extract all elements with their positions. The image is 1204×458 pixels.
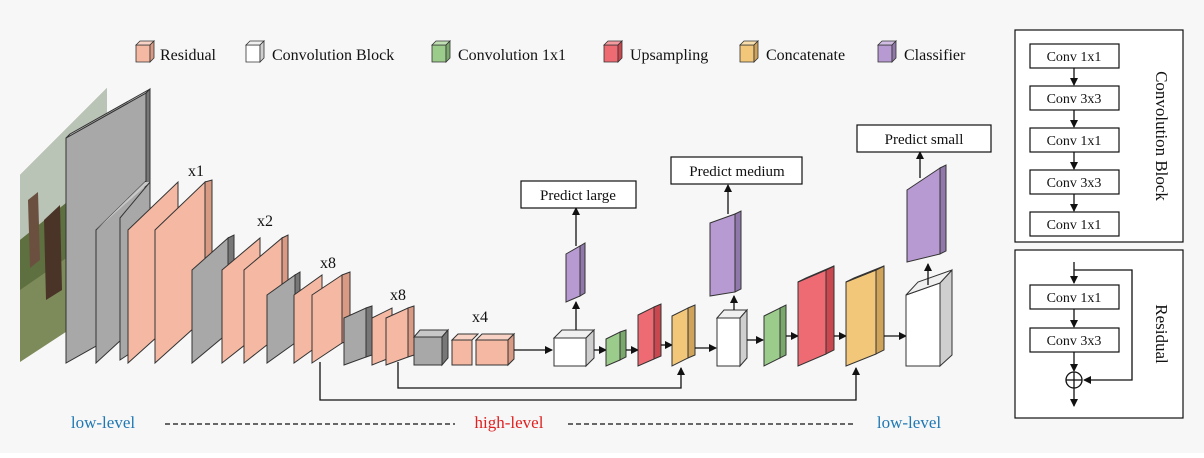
conv-block-layer-5: Conv 1x1 bbox=[1029, 211, 1120, 237]
legend-concatenate-swatch bbox=[739, 40, 759, 63]
upsampling-2 bbox=[797, 265, 835, 367]
residual-add-icon bbox=[1065, 371, 1083, 389]
legend-residual-swatch bbox=[135, 40, 155, 63]
residual-layer-1-label: Conv 1x1 bbox=[1047, 291, 1102, 306]
classifier-large bbox=[565, 242, 586, 303]
legend-residual-label: Residual bbox=[160, 47, 217, 64]
conv-block-layer-4: Conv 3x3 bbox=[1029, 169, 1120, 195]
residual-skip-connection bbox=[1074, 269, 1133, 384]
predict-medium-label: Predict medium bbox=[689, 164, 785, 180]
repeat-label-x4: x4 bbox=[472, 309, 488, 326]
conv-block-layer-1-label: Conv 1x1 bbox=[1047, 50, 1102, 65]
conv-block-layer-2: Conv 3x3 bbox=[1029, 85, 1120, 111]
predict-small-box: Predict small bbox=[856, 124, 992, 153]
level-label-right: low-level bbox=[877, 413, 941, 432]
conv-block-4 bbox=[343, 305, 373, 366]
residual-layer-2-label: Conv 3x3 bbox=[1047, 334, 1102, 349]
conv-block-5 bbox=[412, 328, 450, 367]
predict-small-label: Predict small bbox=[885, 132, 964, 148]
legend-upsampling-label: Upsampling bbox=[630, 47, 708, 64]
predict-medium-box: Predict medium bbox=[670, 156, 803, 185]
predict-large-label: Predict large bbox=[540, 188, 616, 204]
conv-block-layer-4-label: Conv 3x3 bbox=[1047, 176, 1102, 191]
legend-classifier-label: Classifier bbox=[904, 47, 966, 64]
conv-block-layer-2-label: Conv 3x3 bbox=[1047, 92, 1102, 107]
residual-block-x4 bbox=[450, 332, 516, 367]
residual-block-x8-b bbox=[371, 305, 415, 366]
concatenate-1 bbox=[671, 304, 696, 367]
head-conv-block-2 bbox=[715, 308, 749, 368]
conv-block-layer-3-label: Conv 1x1 bbox=[1047, 134, 1102, 149]
conv-block-layer-3: Conv 1x1 bbox=[1029, 127, 1120, 153]
legend-concatenate-label: Concatenate bbox=[766, 47, 845, 64]
classifier-small bbox=[906, 164, 947, 263]
conv1x1-1 bbox=[605, 329, 627, 367]
repeat-label-x1: x1 bbox=[188, 163, 204, 180]
legend-conv1x1-label: Convolution 1x1 bbox=[458, 47, 566, 64]
conv-block-panel-title: Convolution Block bbox=[1152, 71, 1171, 201]
classifier-medium bbox=[709, 210, 742, 297]
residual-layer-2: Conv 3x3 bbox=[1029, 327, 1120, 353]
legend: Residual Convolution Block Convolution 1… bbox=[135, 40, 966, 64]
conv-block-layer-1: Conv 1x1 bbox=[1029, 43, 1120, 69]
upsampling-1 bbox=[637, 303, 662, 367]
concatenate-2 bbox=[845, 265, 885, 367]
head-conv-block-1 bbox=[552, 328, 596, 368]
legend-classifier-swatch bbox=[877, 40, 897, 63]
skip-connection-to-concat-2 bbox=[319, 362, 860, 401]
residual-layer-1: Conv 1x1 bbox=[1029, 284, 1120, 310]
conv-block-layer-5-label: Conv 1x1 bbox=[1047, 218, 1102, 233]
residual-panel-title: Residual bbox=[1152, 304, 1171, 364]
level-label-left: low-level bbox=[71, 413, 135, 432]
level-label-center: high-level bbox=[475, 413, 544, 432]
legend-conv-block-label: Convolution Block bbox=[272, 47, 394, 64]
conv1x1-2 bbox=[763, 304, 787, 367]
legend-conv1x1-swatch bbox=[431, 40, 451, 63]
residual-panel: Conv 1x1 Conv 3x3 Residual bbox=[1014, 249, 1184, 419]
legend-upsampling-swatch bbox=[603, 40, 623, 63]
conv-block-panel: Conv 1x1 Conv 3x3 Conv 1x1 Conv 3x3 Conv… bbox=[1014, 29, 1184, 243]
predict-large-box: Predict large bbox=[520, 180, 637, 209]
residual-block-x8-a bbox=[293, 271, 351, 364]
repeat-label-x2: x2 bbox=[257, 213, 273, 230]
repeat-label-x8-b: x8 bbox=[390, 287, 406, 304]
head-conv-block-3 bbox=[905, 268, 953, 368]
legend-conv-block-swatch bbox=[245, 40, 265, 63]
skip-connection-to-concat-1 bbox=[397, 362, 685, 389]
repeat-label-x8-a: x8 bbox=[320, 255, 336, 272]
